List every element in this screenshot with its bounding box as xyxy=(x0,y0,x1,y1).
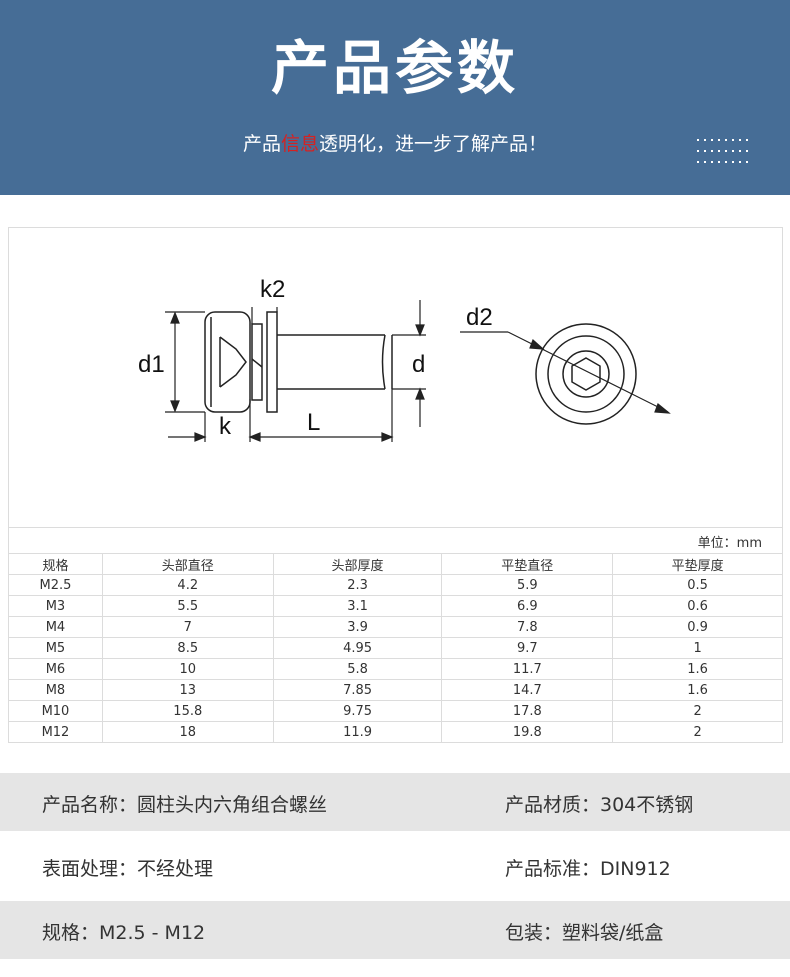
info-row-surface-standard: 表面处理：不经处理 产品标准：DIN912 xyxy=(0,837,790,895)
cell: 14.7 xyxy=(441,679,614,701)
cell: M10 xyxy=(8,700,103,722)
cell: M3 xyxy=(8,595,103,617)
cell: M4 xyxy=(8,616,103,638)
surface-treatment: 表面处理：不经处理 xyxy=(42,858,214,880)
cell: 0.6 xyxy=(612,595,783,617)
header-head-diameter: 头部直径 xyxy=(101,553,274,575)
cell: 1.6 xyxy=(612,679,783,701)
product-standard: 产品标准：DIN912 xyxy=(505,858,671,880)
label-d1: d1 xyxy=(138,351,165,378)
label-k2: k2 xyxy=(260,276,285,303)
cell: 7 xyxy=(101,616,274,638)
cell: 7.85 xyxy=(272,679,443,701)
page-subtitle: 产品信息透明化，进一步了解产品！ xyxy=(0,130,790,158)
product-material: 产品材质：304不锈钢 xyxy=(505,794,694,816)
cell: 4.95 xyxy=(272,637,443,659)
label-d: d xyxy=(412,351,425,378)
cell: 3.9 xyxy=(272,616,443,638)
cell: 0.5 xyxy=(612,574,783,596)
unit-row: 单位：mm xyxy=(9,527,782,553)
cell: M6 xyxy=(8,658,103,680)
header-head-thickness: 头部厚度 xyxy=(272,553,443,575)
header-banner: 产品参数 产品信息透明化，进一步了解产品！ xyxy=(0,0,790,195)
flat-washer-shape xyxy=(266,311,278,413)
cell: 2.3 xyxy=(272,574,443,596)
page-title: 产品参数 xyxy=(270,34,519,102)
screw-dimension-diagram: k2 d1 d k L d2 xyxy=(138,276,671,442)
label-d2: d2 xyxy=(466,304,493,331)
cell: 11.9 xyxy=(272,721,443,743)
cell: M2.5 xyxy=(8,574,103,596)
cell: 9.7 xyxy=(441,637,614,659)
decorative-dots-icon xyxy=(697,139,748,163)
cell: 2 xyxy=(612,700,783,722)
header-washer-thickness: 平垫厚度 xyxy=(612,553,783,575)
cell: 10 xyxy=(101,658,274,680)
cell: 2 xyxy=(612,721,783,743)
spec-range: 规格：M2.5 - M12 xyxy=(42,922,206,944)
cell: 5.8 xyxy=(272,658,443,680)
spring-washer-shape xyxy=(251,323,263,401)
subtitle-suffix: 透明化，进一步了解产品！ xyxy=(319,133,548,155)
cell: 19.8 xyxy=(441,721,614,743)
cell: 1 xyxy=(612,637,783,659)
cell: 13 xyxy=(101,679,274,701)
cell: 5.5 xyxy=(101,595,274,617)
header-washer-diameter: 平垫直径 xyxy=(441,553,614,575)
cell: 3.1 xyxy=(272,595,443,617)
cell: 18 xyxy=(101,721,274,743)
header-spec: 规格 xyxy=(8,553,103,575)
info-row-spec-packaging: 规格：M2.5 - M12 包装：塑料袋/纸盒 xyxy=(0,901,790,959)
hex-socket-shape xyxy=(571,357,601,391)
cell: 5.9 xyxy=(441,574,614,596)
product-name: 产品名称：圆柱头内六角组合螺丝 xyxy=(42,794,328,816)
subtitle-highlight: 信息 xyxy=(280,133,319,155)
cell: 17.8 xyxy=(441,700,614,722)
cell: 8.5 xyxy=(101,637,274,659)
info-row-name-material: 产品名称：圆柱头内六角组合螺丝 产品材质：304不锈钢 xyxy=(0,773,790,831)
label-L: L xyxy=(307,409,320,436)
cell: 6.9 xyxy=(441,595,614,617)
table-header-row: 规格 头部直径 头部厚度 平垫直径 平垫厚度 xyxy=(8,553,783,575)
cell: 7.8 xyxy=(441,616,614,638)
cell: M5 xyxy=(8,637,103,659)
unit-label: 单位：mm xyxy=(697,536,762,551)
subtitle-prefix: 产品 xyxy=(242,133,281,155)
spec-frame xyxy=(8,227,783,743)
cell: 9.75 xyxy=(272,700,443,722)
packaging: 包装：塑料袋/纸盒 xyxy=(505,922,664,944)
cell: 15.8 xyxy=(101,700,274,722)
cell: M8 xyxy=(8,679,103,701)
cell: 11.7 xyxy=(441,658,614,680)
label-k: k xyxy=(219,413,232,440)
screw-head-shape xyxy=(204,311,251,413)
cell: M12 xyxy=(8,721,103,743)
cell: 4.2 xyxy=(101,574,274,596)
cell: 0.9 xyxy=(612,616,783,638)
cell: 1.6 xyxy=(612,658,783,680)
washer-outline-shape xyxy=(535,323,637,425)
